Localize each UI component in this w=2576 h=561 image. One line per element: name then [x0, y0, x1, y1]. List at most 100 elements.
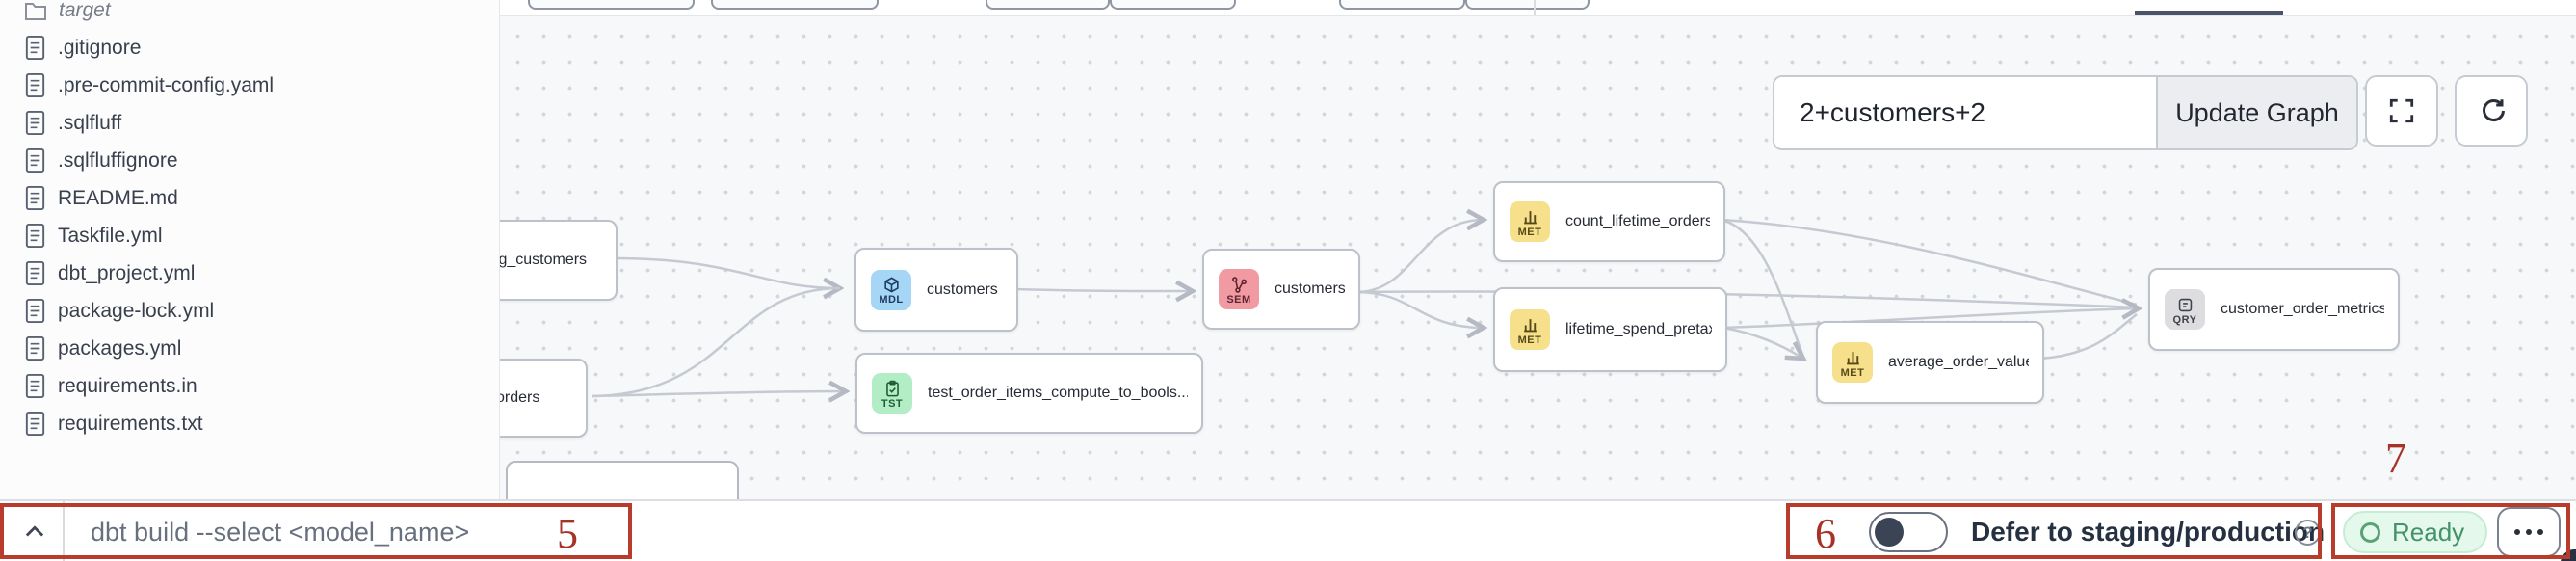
lineage-node-average-order-value[interactable]: MET average_order_value — [1816, 321, 2044, 404]
file-name: .gitignore — [58, 36, 142, 59]
fullscreen-button[interactable] — [2365, 75, 2438, 147]
sidebar-item-file[interactable]: .pre-commit-config.yaml — [0, 67, 499, 104]
file-icon — [25, 261, 45, 285]
sidebar-item-file[interactable]: dbt_project.yml — [0, 254, 499, 292]
file-name: target — [59, 0, 111, 21]
file-icon — [25, 186, 45, 210]
file-name: .sqlfluffignore — [58, 148, 178, 172]
file-name: .pre-commit-config.yaml — [58, 73, 275, 96]
help-icon[interactable]: ? — [2295, 520, 2321, 546]
file-name: requirements.txt — [58, 412, 203, 435]
node-label: average_order_value — [1888, 354, 2029, 370]
divider — [63, 501, 65, 561]
update-graph-button[interactable]: Update Graph — [2156, 77, 2356, 148]
file-icon — [25, 73, 45, 97]
status-badge[interactable]: Ready — [2343, 511, 2488, 553]
sidebar-item-file[interactable]: package-lock.yml — [0, 292, 499, 330]
file-name: packages.yml — [58, 336, 182, 360]
lineage-node-count-lifetime-orders[interactable]: MET count_lifetime_orders — [1493, 181, 1725, 262]
chip-label: QRY — [2172, 313, 2197, 326]
annotation-label-6: 6 — [1815, 510, 1836, 557]
sidebar-item-file[interactable]: requirements.in — [0, 367, 499, 405]
more-options-button[interactable] — [2497, 507, 2561, 557]
graph-selector-input[interactable]: 2+customers+2 — [1774, 77, 2156, 148]
lineage-node-customers-semantic[interactable]: SEM customers — [1202, 249, 1360, 330]
annotation-label-7: 7 — [2385, 435, 2406, 482]
refresh-icon — [2483, 99, 2505, 122]
toolbar-button-cutoff[interactable] — [1110, 0, 1236, 10]
node-label: customers — [1275, 280, 1345, 297]
status-text: Ready — [2392, 517, 2465, 547]
sidebar-item-file[interactable]: packages.yml — [0, 330, 499, 367]
file-name: requirements.in — [58, 374, 197, 397]
lineage-edges — [591, 15, 2576, 499]
annotation-label-5: 5 — [557, 510, 578, 557]
node-label: lifetime_spend_pretax — [1565, 321, 1712, 337]
query-type-icon: QRY — [2165, 289, 2205, 330]
test-type-icon: TST — [872, 373, 912, 414]
toolbar-button-cutoff[interactable] — [986, 0, 1110, 10]
lineage-node-orders[interactable]: orders — [499, 359, 588, 438]
lineage-node-customer-order-metrics[interactable]: QRY customer_order_metrics — [2148, 268, 2400, 351]
lineage-node-stg-customers[interactable]: stg_customers — [499, 220, 618, 301]
toolbar-button-cutoff[interactable] — [528, 0, 695, 10]
file-icon — [25, 299, 45, 323]
toolbar-button-cutoff[interactable] — [1339, 0, 1465, 10]
defer-label: Defer to staging/production — [1971, 517, 2326, 547]
expand-command-panel-button[interactable] — [21, 519, 48, 550]
metric-type-icon: MET — [1510, 309, 1550, 350]
chevron-up-icon — [25, 525, 44, 537]
file-icon — [25, 36, 45, 60]
sidebar-item-target-folder[interactable]: target — [0, 0, 499, 29]
chip-label: MET — [1517, 226, 1542, 238]
lineage-pane: stg_customers orders MDL customers — [499, 0, 2576, 499]
node-label: stg_customers — [499, 252, 588, 268]
clipboard-check-icon — [885, 380, 899, 396]
file-name: README.md — [58, 186, 178, 209]
bar-chart-icon — [1846, 351, 1859, 364]
status-circle-icon — [2360, 521, 2380, 543]
file-icon — [25, 336, 45, 361]
lineage-node-test-order-items[interactable]: TST test_order_items_compute_to_bools... — [855, 353, 1203, 434]
node-label: count_lifetime_orders — [1565, 213, 1710, 229]
active-tab-indicator — [2135, 11, 2283, 15]
folder-icon — [25, 2, 46, 20]
metric-type-icon: MET — [1510, 201, 1550, 242]
lineage-node-lifetime-spend-pretax[interactable]: MET lifetime_spend_pretax — [1493, 287, 1727, 372]
graph-selector-group: 2+customers+2 Update Graph — [1773, 75, 2358, 150]
node-label: customer_order_metrics — [2221, 301, 2384, 317]
defer-toggle[interactable] — [1869, 512, 1948, 552]
pane-divider — [1534, 0, 1536, 15]
sidebar-item-file[interactable]: Taskfile.yml — [0, 217, 499, 254]
chip-label: MET — [1517, 334, 1542, 346]
file-name: .sqlfluff — [58, 111, 122, 134]
metric-type-icon: MET — [1832, 342, 1873, 383]
refresh-graph-button[interactable] — [2455, 75, 2528, 147]
sidebar-item-file[interactable]: requirements.txt — [0, 405, 499, 442]
chip-label: SEM — [1226, 293, 1251, 306]
sidebar-item-file[interactable]: .gitignore — [0, 29, 499, 67]
command-status-bar: dbt build --select <model_name> 5 6 Defe… — [0, 499, 2576, 561]
file-name: Taskfile.yml — [58, 224, 163, 247]
sidebar-item-file[interactable]: .sqlfluffignore — [0, 142, 499, 179]
model-type-icon: MDL — [871, 269, 911, 310]
lineage-node-customers-model[interactable]: MDL customers — [854, 248, 1018, 332]
toolbar-button-cutoff[interactable] — [1465, 0, 1590, 10]
bar-chart-icon — [1523, 210, 1537, 224]
sidebar-item-file[interactable]: README.md — [0, 179, 499, 217]
file-icon — [25, 111, 45, 135]
command-input[interactable]: dbt build --select <model_name> — [91, 517, 470, 547]
toggle-knob — [1875, 518, 1904, 547]
file-list: target .gitignore .pre-commit-config.yam… — [0, 0, 499, 442]
toolbar-button-cutoff[interactable] — [711, 0, 879, 10]
sidebar-item-file[interactable]: .sqlfluff — [0, 104, 499, 142]
corner-widget-cutoff — [2561, 549, 2576, 561]
chip-label: MDL — [879, 294, 904, 306]
lineage-canvas[interactable]: stg_customers orders MDL customers — [499, 15, 2576, 499]
file-name: dbt_project.yml — [58, 261, 196, 284]
ellipsis-icon — [2526, 529, 2532, 535]
bar-chart-icon — [1523, 318, 1537, 332]
file-icon — [25, 412, 45, 436]
ellipsis-icon — [2514, 529, 2520, 535]
